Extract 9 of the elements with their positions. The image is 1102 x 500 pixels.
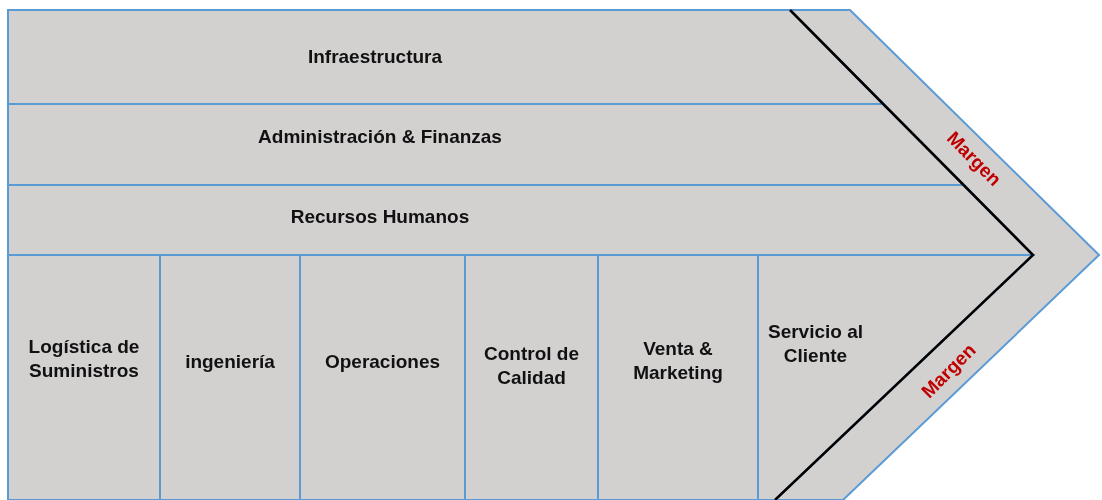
activity-label: Servicio al Cliente [766, 320, 865, 368]
activity-label: Control de Calidad [483, 342, 580, 390]
activity-label: ingeniería [184, 350, 276, 374]
activity-label: Operaciones [323, 350, 442, 374]
activity-label: Logística de Suministros [27, 335, 141, 383]
activity-label: Venta & Marketing [632, 337, 724, 385]
activity-label: Infraestructura [306, 45, 444, 69]
activity-label: Administración & Finanzas [257, 125, 503, 149]
activity-label: Recursos Humanos [289, 205, 471, 229]
